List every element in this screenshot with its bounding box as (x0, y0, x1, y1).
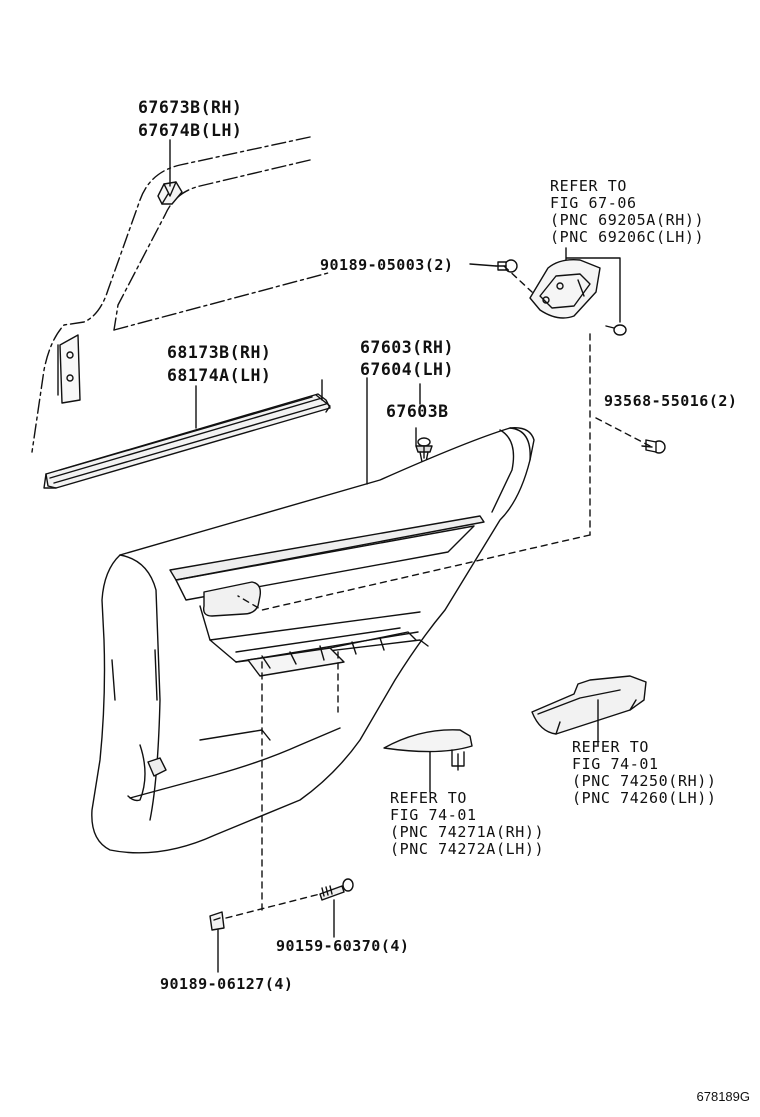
ref-handle-line-2: FIG 67-06 (550, 194, 637, 212)
label-67603b: 67603B (386, 402, 449, 421)
label-68174a: 68174A(LH) (167, 366, 272, 385)
leader-lines (170, 140, 620, 972)
clip-06127-part (210, 912, 224, 930)
door-frame-outline (32, 137, 310, 452)
label-93568-55016: 93568-55016(2) (604, 392, 738, 410)
screw-55016-part (642, 440, 665, 453)
door-trim-board (92, 428, 534, 853)
belt-moulding-part (44, 394, 330, 488)
ref-handle-line-1: REFER TO (550, 177, 628, 195)
ref-cover-line-2: FIG 74-01 (390, 806, 477, 824)
bolt-60370-part (320, 879, 353, 900)
label-90159-60370: 90159-60370(4) (276, 937, 410, 955)
inner-handle-part (530, 260, 626, 335)
pillar-bracket-part (58, 335, 80, 403)
armrest-cover-part (532, 676, 646, 734)
ref-armrest-line-1: REFER TO (572, 738, 650, 756)
door-belt-line (114, 273, 328, 330)
ref-handle-line-3: (PNC 69205A(RH)) (550, 211, 705, 229)
guide-lines (226, 266, 650, 918)
label-67674b: 67674B(LH) (138, 121, 243, 140)
label-67604: 67604(LH) (360, 360, 454, 379)
label-68173b: 68173B(RH) (167, 343, 272, 362)
ref-armrest-line-2: FIG 74-01 (572, 755, 659, 773)
garnish-clip-part (158, 182, 182, 204)
figure-id: 678189G (696, 1089, 751, 1104)
clip-67603b-part (416, 438, 432, 462)
screw-05003-part (496, 260, 517, 272)
label-90189-06127: 90189-06127(4) (160, 975, 294, 993)
label-67673b: 67673B(RH) (138, 98, 243, 117)
switch-cover-part (384, 730, 472, 770)
ref-armrest-line-3: (PNC 74250(RH)) (572, 772, 717, 790)
label-67603: 67603(RH) (360, 338, 454, 357)
label-90189-05003: 90189-05003(2) (320, 256, 454, 274)
ref-cover-line-4: (PNC 74272A(LH)) (390, 840, 545, 858)
ref-cover-line-3: (PNC 74271A(RH)) (390, 823, 545, 841)
ref-armrest-line-4: (PNC 74260(LH)) (572, 789, 717, 807)
ref-cover-line-1: REFER TO (390, 789, 468, 807)
ref-handle-line-4: (PNC 69206C(LH)) (550, 228, 705, 246)
